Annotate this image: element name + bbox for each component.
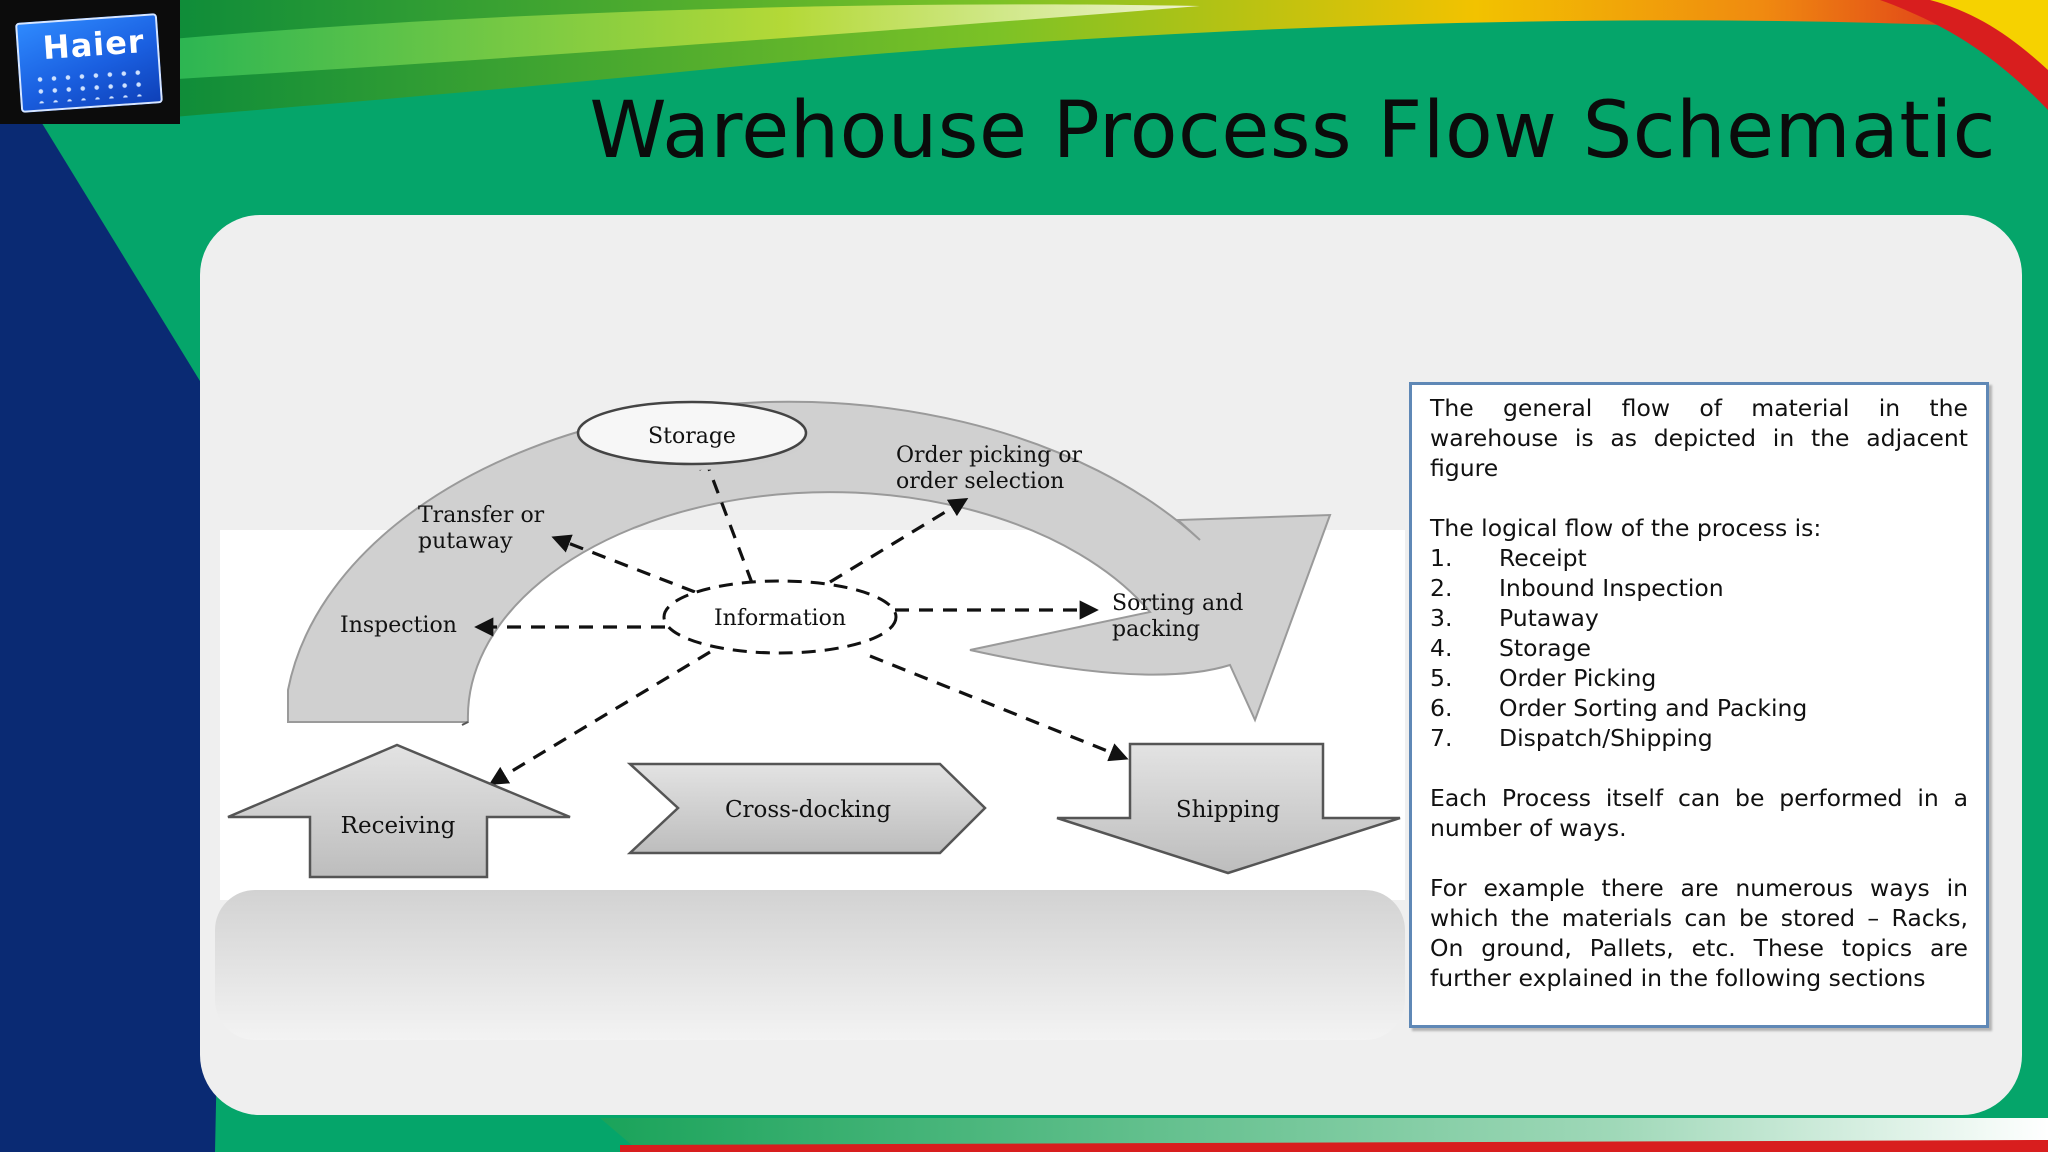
sorting-line2: packing: [1112, 617, 1200, 642]
explanation-box: The general flow of material in the ware…: [1409, 382, 1989, 1028]
order-picking-line1: Order picking or: [896, 443, 1082, 468]
receiving-arrow: [227, 743, 571, 879]
cross-docking-chevron: [626, 762, 987, 855]
step-label: Putaway: [1499, 604, 1599, 632]
receiving-label: Receiving: [341, 813, 456, 839]
transfer-label-line1: Transfer or: [418, 503, 545, 528]
hub-label: Information: [714, 606, 846, 631]
inspection-label: Inspection: [340, 613, 457, 638]
storage-label: Storage: [648, 424, 736, 449]
step-number: 3.: [1430, 604, 1453, 632]
intro-text: The general flow of material in the ware…: [1430, 394, 1968, 482]
information-hub: [662, 579, 898, 655]
list-item: 1. Receipt: [1430, 543, 1968, 573]
info-connectors: [474, 449, 1129, 785]
list-item: 7. Dispatch/Shipping: [1430, 723, 1968, 753]
list-item: 6. Order Sorting and Packing: [1430, 693, 1968, 723]
step-number: 4.: [1430, 634, 1453, 662]
list-item: 5. Order Picking: [1430, 663, 1968, 693]
step-number: 1.: [1430, 544, 1453, 572]
step-number: 5.: [1430, 664, 1453, 692]
list-item: 3. Putaway: [1430, 603, 1968, 633]
curved-flow-arrow: [287, 400, 1332, 723]
step-number: 6.: [1430, 694, 1453, 722]
step-number: 2.: [1430, 574, 1453, 602]
order-picking-label: Order picking or order selection: [896, 443, 1089, 494]
step-label: Order Sorting and Packing: [1499, 694, 1808, 722]
slide-title: Warehouse Process Flow Schematic: [589, 86, 1996, 176]
step-number: 7.: [1430, 724, 1453, 752]
sorting-label: Sorting and packing: [1112, 591, 1250, 642]
cross-docking-label: Cross-docking: [725, 797, 891, 823]
order-picking-line2: order selection: [896, 469, 1064, 494]
step-label: Receipt: [1499, 544, 1587, 572]
step-label: Dispatch/Shipping: [1499, 724, 1713, 752]
process-note-text: Each Process itself can be performed in …: [1430, 784, 1968, 842]
step-label: Order Picking: [1499, 664, 1657, 692]
shipping-label: Shipping: [1176, 797, 1281, 823]
example-text: For example there are numerous ways in w…: [1430, 874, 1968, 992]
flow-lead-text: The logical flow of the process is:: [1430, 514, 1822, 542]
list-item: 2. Inbound Inspection: [1430, 573, 1968, 603]
step-label: Inbound Inspection: [1499, 574, 1724, 602]
step-label: Storage: [1499, 634, 1591, 662]
figure-reflection: [215, 890, 1405, 1040]
shipping-arrow: [1056, 742, 1401, 875]
transfer-label-line2: putaway: [418, 529, 513, 554]
transfer-label: Transfer or putaway: [418, 503, 551, 554]
sorting-line1: Sorting and: [1112, 591, 1243, 616]
process-step-list: 1. Receipt 2. Inbound Inspection 3. Putaway…: [1430, 543, 1968, 753]
list-item: 4. Storage: [1430, 633, 1968, 663]
haier-logo: Haier: [0, 0, 180, 124]
